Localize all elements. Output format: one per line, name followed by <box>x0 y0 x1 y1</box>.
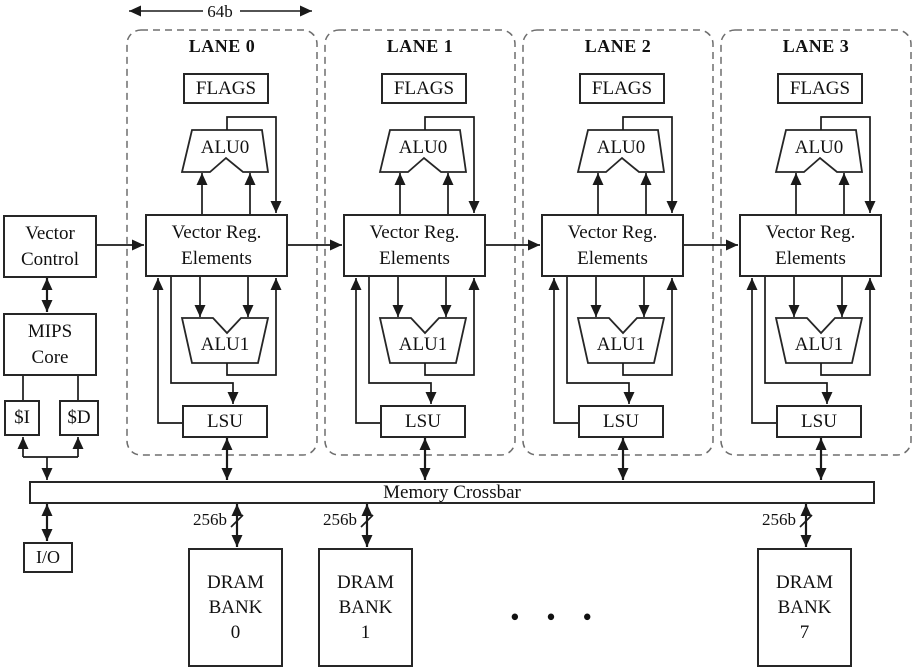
lane-0-title: LANE 0 <box>188 36 256 56</box>
dram-bank-0-box: DRAM BANK 0 <box>188 548 283 667</box>
memory-crossbar-box: Memory Crossbar <box>29 481 875 504</box>
lane-2-vector-reg-box: Vector Reg. Elements <box>541 214 684 277</box>
lane-3-flags-box: FLAGS <box>777 73 863 104</box>
lane-3-alu1-label: ALU1 <box>794 334 844 355</box>
data-cache-box: $D <box>59 400 99 436</box>
lane-1-lsu-box: LSU <box>380 405 466 438</box>
lane-1: LANE 1 FLAGS ALU0 Vector Reg. Elements A… <box>325 0 515 672</box>
mips-core-box: MIPS Core <box>3 313 97 376</box>
lane-2: LANE 2 FLAGS ALU0 Vector Reg. Elements A… <box>523 0 713 672</box>
lane-2-lsu-box: LSU <box>578 405 664 438</box>
lane-0-alu0-label: ALU0 <box>200 137 250 158</box>
lane-1-alu0-label: ALU0 <box>398 137 448 158</box>
lane-1-title: LANE 1 <box>386 36 454 56</box>
lane-2-flags-box: FLAGS <box>579 73 665 104</box>
bank1-bus-width-label: 256b <box>323 510 357 529</box>
instruction-cache-box: $I <box>4 400 40 436</box>
dram-bank-1-box: DRAM BANK 1 <box>318 548 413 667</box>
io-box: I/O <box>23 542 73 573</box>
lane-1-flags-box: FLAGS <box>381 73 467 104</box>
lane-1-alu1-label: ALU1 <box>398 334 448 355</box>
lane-3-title: LANE 3 <box>782 36 850 56</box>
lane-2-title: LANE 2 <box>584 36 652 56</box>
lane-0-lsu-box: LSU <box>182 405 268 438</box>
bank7-bus-tick <box>799 514 813 528</box>
lane-0-vector-reg-box: Vector Reg. Elements <box>145 214 288 277</box>
lane-2-alu1-label: ALU1 <box>596 334 646 355</box>
lane-3: LANE 3 FLAGS ALU0 Vector Reg. Elements A… <box>721 0 911 672</box>
lane-3-lsu-box: LSU <box>776 405 862 438</box>
lane-0-flags-box: FLAGS <box>183 73 269 104</box>
lane-0-alu1-label: ALU1 <box>200 334 250 355</box>
lane-0: LANE 0 FLAGS ALU0 Vector Reg. Elements A… <box>127 0 317 672</box>
lane-3-alu0-label: ALU0 <box>794 137 844 158</box>
lane-2-alu0-label: ALU0 <box>596 137 646 158</box>
lane-3-vector-reg-box: Vector Reg. Elements <box>739 214 882 277</box>
banks-ellipsis: • • • <box>510 602 602 632</box>
bank1-bus-tick <box>360 514 374 528</box>
bank7-bus-width-label: 256b <box>762 510 796 529</box>
bank0-bus-tick <box>230 514 244 528</box>
lane-width-label: 64b <box>207 2 233 21</box>
dram-bank-7-box: DRAM BANK 7 <box>757 548 852 667</box>
lane-1-vector-reg-box: Vector Reg. Elements <box>343 214 486 277</box>
vector-control-box: Vector Control <box>3 215 97 278</box>
bank0-bus-width-label: 256b <box>193 510 227 529</box>
